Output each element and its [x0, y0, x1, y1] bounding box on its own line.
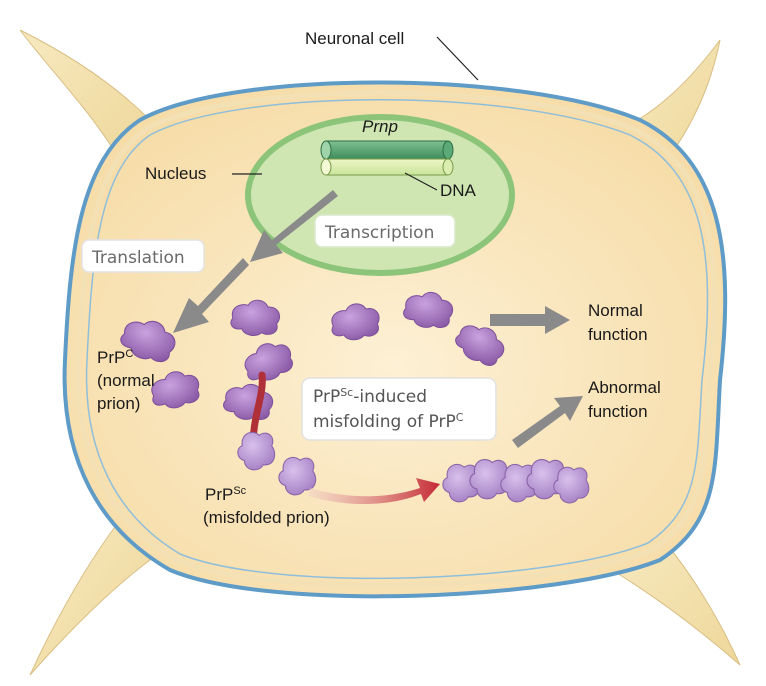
transcription-arrow [250, 190, 338, 262]
dna-leader [404, 172, 438, 191]
normal-function-arrow [490, 306, 570, 334]
cell-membrane-inner-line [85, 99, 709, 580]
transcription-label: Transcription [324, 223, 434, 243]
dna-label: DNA [440, 181, 477, 200]
misfolding-box [301, 377, 497, 441]
nucleus-label: Nucleus [145, 164, 206, 183]
prpc-label: PrPC [97, 348, 133, 367]
translation-arrow [173, 258, 249, 333]
prpc-label-line3: prion) [97, 394, 140, 413]
dna-strand [320, 140, 454, 176]
abnormal-function-arrow [512, 396, 583, 448]
abnormal-function-label-line1: Abnormal [588, 378, 661, 397]
cell-membrane-inner [76, 90, 717, 588]
abnormal-function-label-line2: function [588, 402, 648, 421]
normal-function-label-line2: function [588, 325, 648, 344]
neuronal-cell-label: Neuronal cell [305, 29, 404, 48]
aggregation-arrow [308, 478, 440, 505]
transcription-box [314, 214, 456, 248]
prnp-gene-label: Prnp [362, 117, 398, 136]
neuronal-cell-leader [436, 36, 479, 81]
misfolding-line1: PrPSc-induced [313, 386, 427, 407]
normal-function-label-line1: Normal [588, 301, 643, 320]
prpsc-label: PrPSc [205, 485, 247, 504]
translation-box [81, 239, 205, 273]
prpsc-label-line2: (misfolded prion) [203, 508, 330, 527]
misfolding-line2: misfolding of PrPC [313, 411, 464, 432]
prpc-label-line2: (normal [97, 371, 155, 390]
translation-label: Translation [91, 248, 185, 268]
